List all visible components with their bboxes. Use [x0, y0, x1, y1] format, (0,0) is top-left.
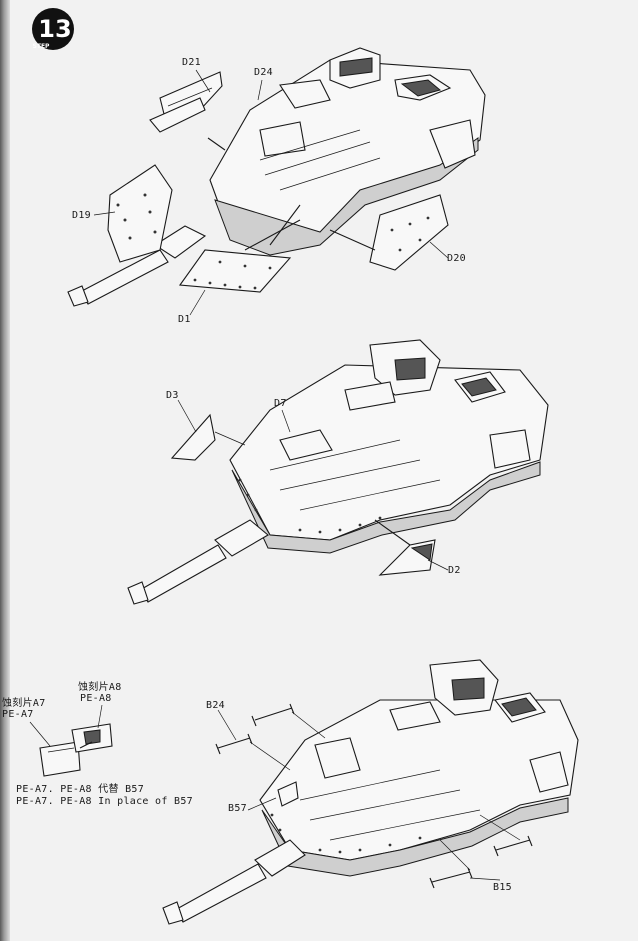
- part-label-d20: D20: [447, 253, 466, 264]
- pe-a8-label-cn: 蚀刻片A8: [78, 682, 122, 693]
- part-label-d24: D24: [254, 67, 273, 78]
- part-label-d2: D2: [448, 565, 461, 576]
- part-label-d7: D7: [274, 398, 287, 409]
- step-number: 13: [38, 15, 71, 43]
- diagram-1-turret-upper: [67, 47, 486, 316]
- part-label-d3: D3: [166, 390, 179, 401]
- pe-replacement-note-cn: PE-A7. PE-A8 代替 B57: [16, 784, 145, 795]
- page-binding-edge: [0, 0, 10, 941]
- diagram-2-turret-front: [127, 339, 549, 605]
- part-label-d19: D19: [72, 210, 91, 221]
- pe-a7-label-cn: 蚀刻片A7: [2, 698, 46, 709]
- pe-replacement-note-en: PE-A7. PE-A8 In place of B57: [16, 796, 193, 807]
- part-label-b15: B15: [493, 882, 512, 893]
- diagram-3-turret-rear: [29, 659, 579, 925]
- part-label-d21: D21: [182, 57, 201, 68]
- pe-a7-label: PE-A7: [2, 709, 34, 720]
- part-label-b57: B57: [228, 803, 247, 814]
- part-label-d1: D1: [178, 314, 191, 325]
- part-label-b24: B24: [206, 700, 225, 711]
- step-badge: 13 STEP: [32, 8, 74, 50]
- step-word: STEP: [33, 43, 51, 50]
- pe-a8-label: PE-A8: [80, 693, 112, 704]
